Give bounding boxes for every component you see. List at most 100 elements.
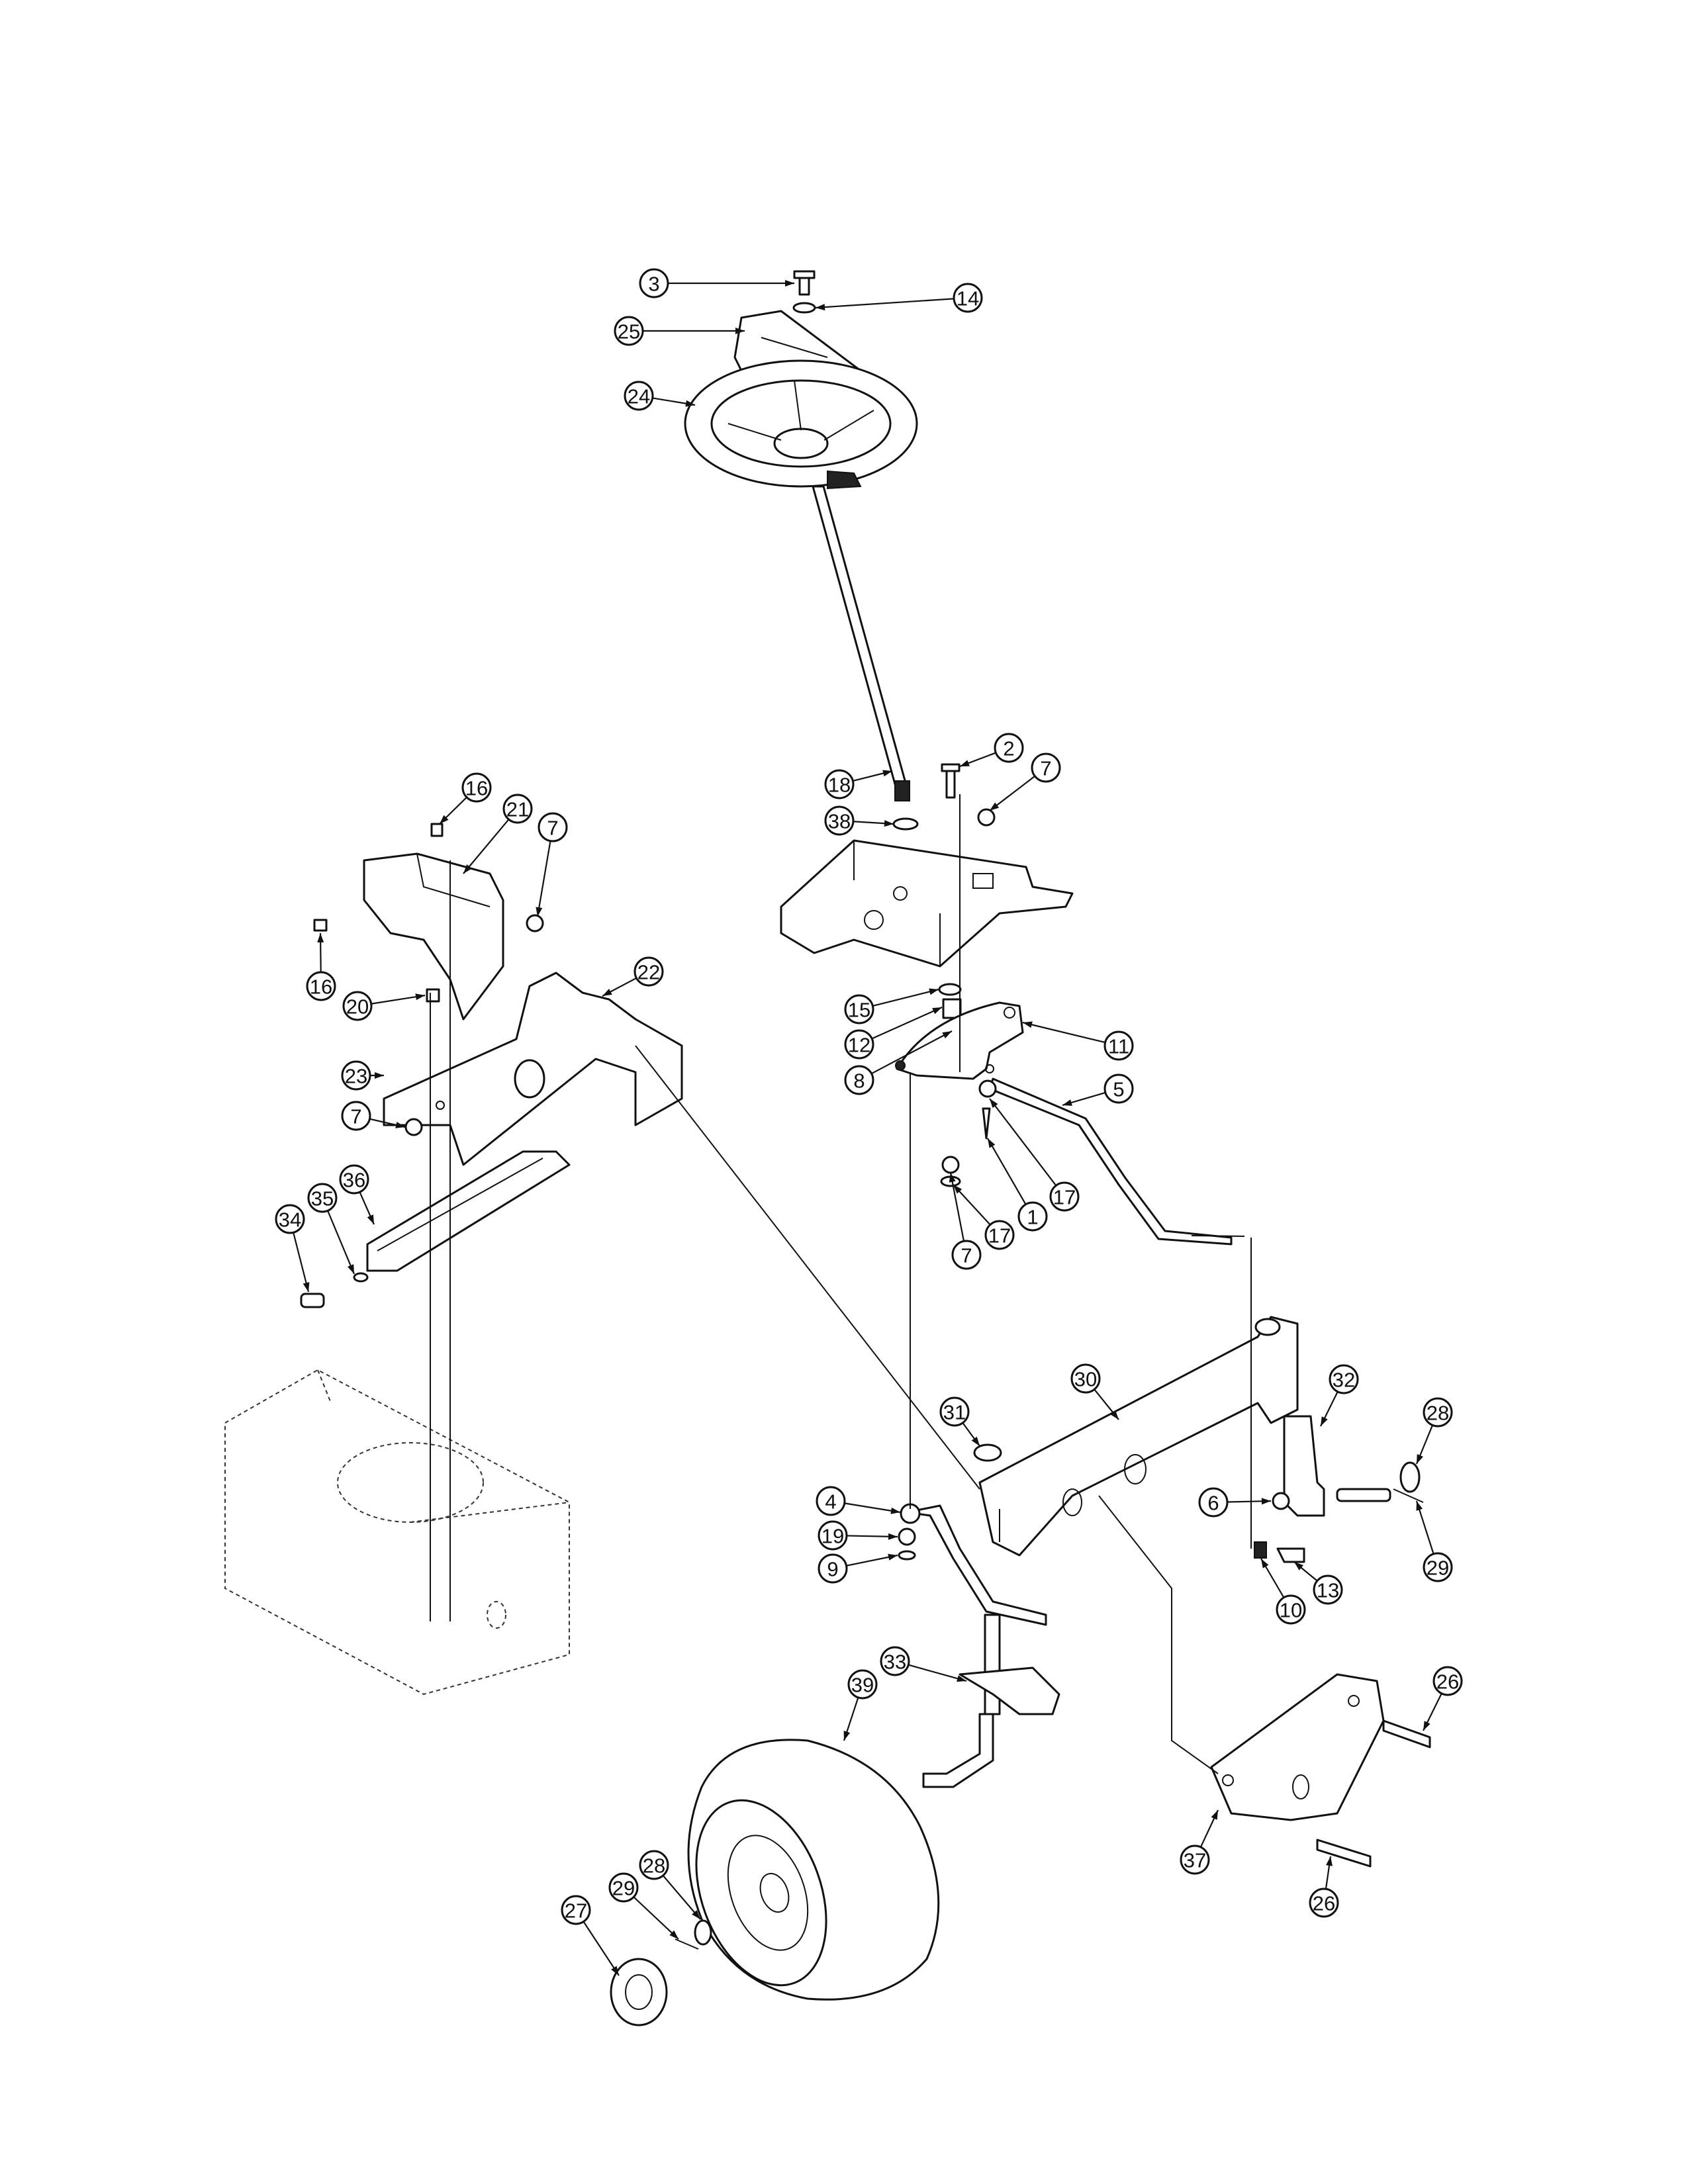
callout-number: 20 [346,995,369,1019]
callout-number: 34 [279,1208,301,1232]
nut-7-bracket [526,914,544,933]
leader-line [293,1232,310,1293]
callout-number: 9 [827,1558,838,1581]
callout-number: 12 [848,1034,870,1057]
callout-circle [1070,1363,1101,1394]
callout-number: 31 [943,1401,966,1424]
drag-link [988,1077,1245,1246]
leader-line [536,841,551,917]
callout-circle [608,1872,639,1903]
callout-circle [633,956,664,987]
callout-23: 23 [341,1060,384,1091]
callout-circle [307,1183,338,1213]
callout-26: 26 [1423,1666,1463,1731]
callout-21: 21 [463,794,533,874]
callout-circle [538,812,568,842]
washer-38 [892,817,919,831]
callout-25: 25 [614,316,745,346]
leader-arrowhead [884,820,894,827]
callout-37: 37 [1180,1809,1219,1875]
callout-10: 10 [1260,1558,1306,1625]
callout-circle [341,1060,371,1091]
leader-line [327,1210,355,1275]
clip-35 [353,1272,369,1283]
callout-number: 29 [612,1877,635,1900]
leader-line [989,775,1035,811]
callout-number: 26 [1313,1892,1335,1915]
callout-number: 11 [1108,1035,1129,1058]
callout-number: 36 [343,1169,365,1192]
callout-6: 6 [1198,1487,1272,1518]
leader-arrowhead [816,304,825,311]
callout-14: 14 [815,283,983,313]
callout-number: 13 [1317,1579,1339,1602]
callout-circle [953,283,983,313]
callout-38: 38 [824,805,894,836]
pin-29-right [1393,1488,1424,1503]
leader-arrowhead [1261,1559,1269,1569]
callout-29: 29 [1415,1500,1453,1582]
axle-support-plate [1210,1673,1385,1821]
callout-27: 27 [561,1895,620,1976]
callout-number: 27 [565,1899,587,1923]
leader-line [949,1172,965,1242]
bolt-3 [793,270,816,296]
callout-2: 2 [959,733,1024,768]
leader-arrowhead [890,1507,900,1514]
bolt-16-top [430,823,444,837]
leader-arrowhead [440,815,449,824]
callout-number: 6 [1207,1492,1219,1515]
callout-33: 33 [880,1646,967,1682]
callout-circle [1049,1181,1080,1212]
callout-number: 25 [618,320,640,343]
callout-number: 17 [1053,1186,1076,1209]
leader-line [871,1030,953,1075]
callout-circle [951,1240,982,1270]
leader-arrowhead [971,1436,980,1446]
callout-7: 7 [341,1101,406,1131]
washer-28-right [1399,1461,1421,1493]
bolt-26-lower [1316,1839,1372,1868]
callout-circle [816,1486,846,1516]
callout-number: 17 [988,1224,1011,1248]
leader-line [1022,1021,1105,1044]
bolt-20 [426,988,440,1003]
leader-arrowhead [1417,1454,1423,1464]
leader-arrowhead [602,989,612,996]
callout-number: 26 [1436,1670,1459,1694]
callout-18: 18 [824,769,893,799]
callout-35: 35 [307,1183,355,1275]
leader-arrowhead [375,1072,384,1079]
callout-22: 22 [602,956,664,997]
callout-circle [639,268,669,298]
callout-number: 28 [1427,1402,1449,1425]
callout-number: 16 [465,777,488,800]
callout-circle [1103,1030,1134,1061]
callout-17: 17 [989,1098,1080,1212]
tire-icon [687,1739,940,2001]
callout-12: 12 [844,1006,943,1060]
callout-circle [818,1520,848,1551]
leader-line [583,1921,620,1976]
steering-support-bracket [383,972,683,1166]
bushing-10 [1254,1541,1267,1559]
callout-number: 32 [1333,1369,1355,1392]
steering-support-plate [780,839,1074,968]
left-spindle [922,1614,1060,1788]
nut-7-lower [941,1156,960,1174]
hub-cap [610,1958,668,2026]
callout-9: 9 [818,1553,898,1584]
callouts: 3142524182738162171620222371512811517117… [275,268,1463,1976]
leader-arrowhead [888,1533,898,1540]
callout-circle [1276,1594,1306,1625]
leader-arrowhead [785,280,794,287]
callout-circle [1198,1487,1229,1518]
pin-34 [300,1293,325,1308]
callout-26: 26 [1309,1856,1339,1918]
callout-7: 7 [949,1172,982,1270]
callout-circle [824,769,855,799]
bolt-16-left [313,919,328,932]
callout-circle [824,805,855,836]
callout-17: 17 [953,1184,1015,1250]
callout-number: 24 [628,385,650,408]
